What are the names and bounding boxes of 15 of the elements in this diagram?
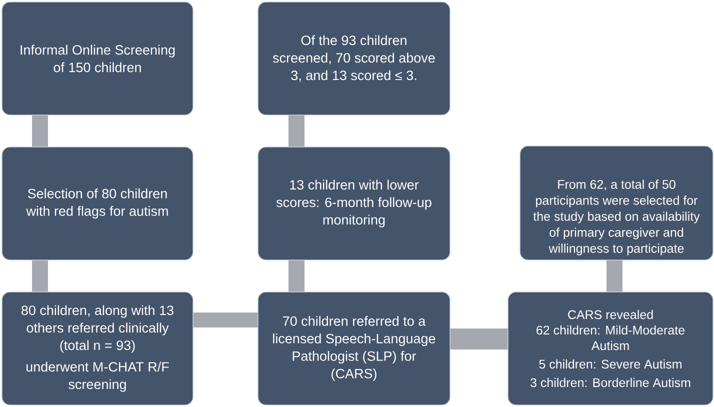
connector-bar (193, 312, 258, 328)
process-box: From 62, a total of 50 participants were selected for the study based on availability of primary caregiver and willingness to participate (520, 146, 714, 260)
process-box: Selection of 80 children with red flags for autism (2, 146, 194, 260)
process-box: 70 children referred to a licensed Speech-Language Pathologist (SLP) for (CARS) (258, 292, 450, 406)
connector-bar (288, 115, 304, 147)
process-box: 80 children, along with 13 others referred clinically (total n = 93) underwent M-CHAT R/F screening (2, 292, 194, 406)
connector-bar (606, 260, 622, 292)
connector-bar (450, 328, 508, 350)
process-box: Of the 93 children screened, 70 scored above 3, and 13 scored ≤ 3. (258, 2, 450, 116)
connector-bar (32, 115, 48, 147)
process-box: CARS revealed 62 children: Mild-Moderate Autism 5 children: Severe Autism 3 children: Borderline Autism (508, 292, 714, 406)
process-box: Informal Online Screening of 150 children (2, 2, 194, 116)
process-box: 13 children with lower scores: 6-month follow-up monitoring (258, 146, 450, 260)
connector-bar (32, 260, 48, 292)
connector-bar (288, 260, 304, 292)
